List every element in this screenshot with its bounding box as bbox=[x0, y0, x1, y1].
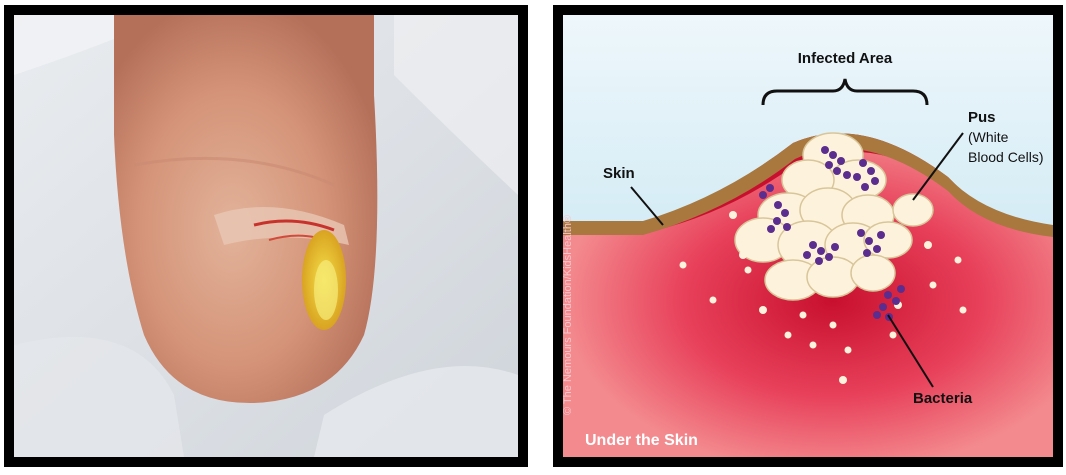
infected-area-label: Infected Area bbox=[798, 50, 893, 67]
skin-label: Skin bbox=[603, 165, 635, 182]
photo-panel bbox=[4, 5, 528, 467]
bacteria-label: Bacteria bbox=[913, 390, 973, 407]
pus-label-line3: Blood Cells) bbox=[968, 149, 1043, 165]
caption-under-the-skin: Under the Skin bbox=[585, 432, 698, 449]
copyright-text: © The Nemours Foundation/KidsHealth® bbox=[563, 215, 574, 415]
infected-toe-photo bbox=[14, 15, 518, 457]
pus-label-line2: (White bbox=[968, 129, 1009, 145]
skin-infection-diagram: Infected Area Pus (White Blood Cells) Sk… bbox=[563, 15, 1053, 457]
diagram-panel: Infected Area Pus (White Blood Cells) Sk… bbox=[553, 5, 1063, 467]
pus-label: Pus bbox=[968, 109, 996, 126]
